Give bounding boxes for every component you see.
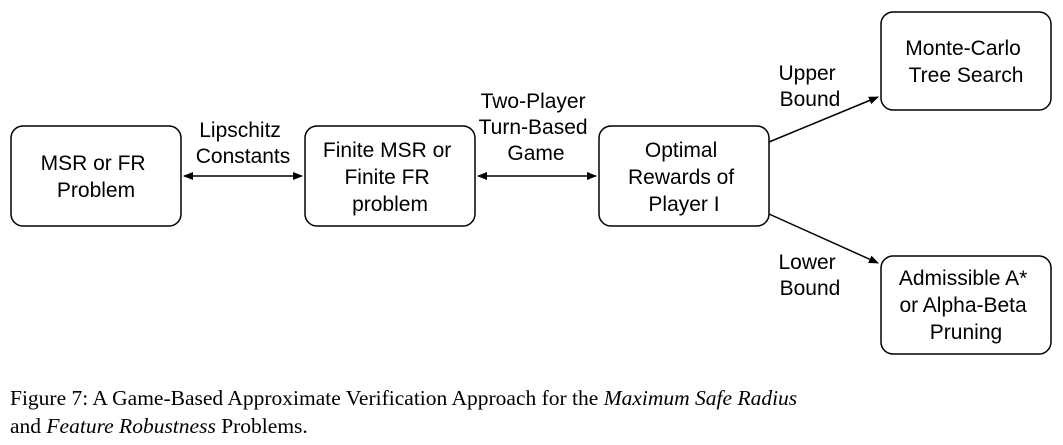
edge-lower-bound-label-line-2: Bound	[780, 277, 841, 300]
edge-upper-bound-label-line-2: Bound	[780, 88, 841, 111]
edge-two-player-label: Two-Player Turn-Based Game	[479, 90, 594, 165]
edge-two-player-label-line-1: Two-Player	[481, 90, 586, 113]
svg-text:MSR or FR Problem: MSR or FR Problem	[41, 152, 152, 202]
edge-lipschitz-label-line-1: Lipschitz	[199, 119, 281, 142]
edge-two-player-label-line-3: Game	[507, 142, 564, 165]
node-admissible-line-3: Pruning	[930, 321, 1002, 344]
caption-suffix: Problems.	[215, 414, 308, 438]
node-admissible-line-2: or Alpha-Beta	[899, 294, 1027, 317]
edge-lower-bound-arrow	[768, 213, 879, 264]
node-mcts-line-1: Monte-Carlo	[905, 37, 1021, 60]
node-admissible-line-1: Admissible A*	[899, 267, 1027, 290]
svg-text:Admissible A* or Alpha-B: Admissible A* or Alpha-Beta Pruning	[899, 267, 1033, 344]
node-optimal-rewards-line-3: Player I	[648, 193, 719, 216]
edge-upper-bound-arrow	[768, 96, 879, 143]
edge-lower-bound-label-line-1: Lower	[778, 251, 835, 274]
node-admissible: Admissible A* or Alpha-Beta Pruning	[880, 255, 1052, 355]
caption-italic-feature-robustness: Feature Robustness	[46, 414, 216, 438]
svg-text:Finite MSR or Finite FR: Finite MSR or Finite FR problem	[323, 139, 457, 216]
node-optimal-rewards-line-2: Rewards of	[628, 166, 734, 189]
edge-lipschitz-label-line-2: Constants	[196, 145, 291, 168]
caption-middle: and	[10, 414, 47, 438]
node-msr-fr-problem: MSR or FR Problem	[10, 125, 182, 227]
caption-italic-maximum-safe-radius: Maximum Safe Radius	[603, 386, 798, 410]
edge-lower-bound-label: Lower Bound	[778, 251, 841, 300]
node-finite-problem: Finite MSR or Finite FR problem	[304, 125, 476, 227]
node-finite-problem-line-1: Finite MSR or	[323, 139, 451, 162]
svg-text:Monte-Carlo Tree Search: Monte-Carlo Tree Search	[905, 37, 1026, 87]
edge-two-player-label-line-2: Turn-Based	[479, 116, 588, 139]
node-finite-problem-line-3: problem	[352, 193, 428, 216]
edge-upper-bound-label-line-1: Upper	[778, 62, 835, 85]
svg-text:Optimal Rewards of: Optimal Rewards of Player I	[628, 139, 740, 216]
node-msr-fr-problem-line-2: Problem	[57, 179, 135, 202]
node-msr-fr-problem-line-1: MSR or FR	[41, 152, 146, 175]
flow-diagram: MSR or FR Problem Finite MSR or Finite F…	[10, 11, 1052, 355]
node-mcts-line-2: Tree Search	[909, 64, 1024, 87]
node-optimal-rewards: Optimal Rewards of Player I	[598, 125, 770, 227]
node-optimal-rewards-line-1: Optimal	[645, 139, 717, 162]
node-mcts: Monte-Carlo Tree Search	[880, 11, 1052, 111]
caption-prefix: Figure 7: A Game-Based Approximate Verif…	[10, 386, 604, 410]
edge-lipschitz-label: Lipschitz Constants	[196, 119, 291, 168]
figure-caption: Figure 7: A Game-Based Approximate Verif…	[10, 384, 1055, 440]
node-finite-problem-line-2: Finite FR	[344, 166, 429, 189]
edge-upper-bound-label: Upper Bound	[778, 62, 841, 111]
